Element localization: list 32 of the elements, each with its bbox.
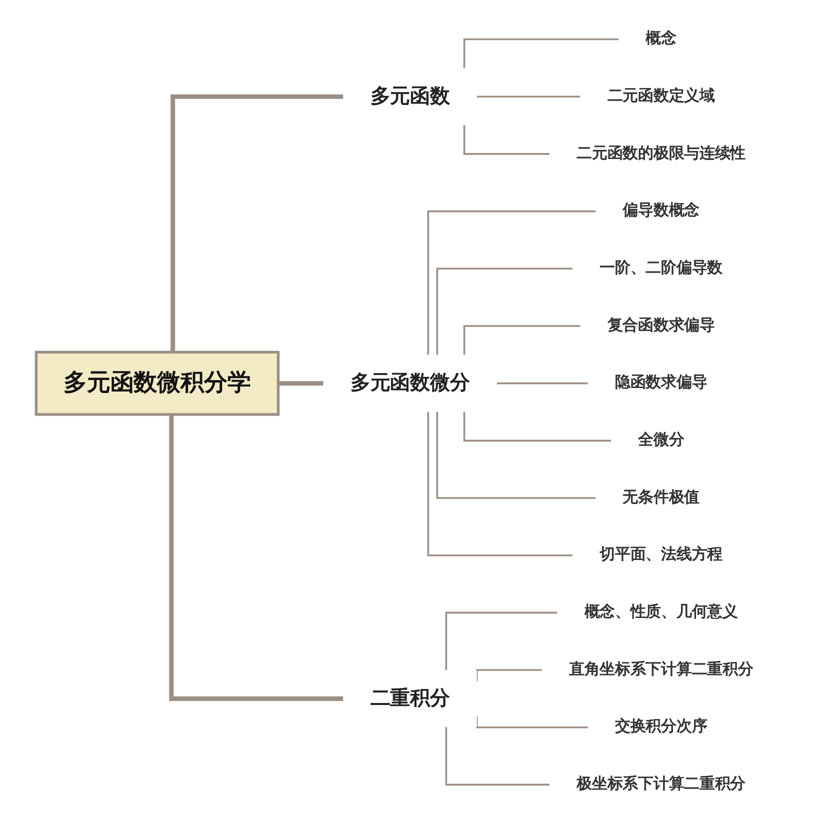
connector <box>476 716 588 728</box>
node-box: 多元函数微积分学 <box>34 350 280 416</box>
node-text: 多元函数微分 <box>350 372 470 394</box>
node-text: 概念、性质、几何意义 <box>584 602 738 621</box>
node-text: 交换积分次序 <box>614 717 707 736</box>
connector <box>476 95 580 98</box>
node-text: 无条件极值 <box>622 488 700 506</box>
connector <box>445 726 550 786</box>
node-text: 多元函数 <box>370 84 450 108</box>
node-text: 直角坐标系下计算二重积分 <box>568 660 753 678</box>
connector <box>496 382 588 384</box>
node-text: 二元函数定义域 <box>607 86 715 104</box>
connector <box>463 324 580 354</box>
connector <box>463 38 618 68</box>
connector <box>170 94 343 352</box>
connector <box>436 411 596 498</box>
node-text: 二元函数的极限与连续性 <box>576 144 746 162</box>
connector <box>168 414 343 700</box>
node-text: 切平面、法线方程 <box>599 545 722 564</box>
node-text: 一阶、二阶偏导数 <box>599 258 722 276</box>
connector <box>463 411 611 442</box>
node-text: 隐函数求偏导 <box>614 373 707 392</box>
node-text: 全微分 <box>638 430 684 449</box>
connector <box>463 124 550 154</box>
connector <box>426 411 572 556</box>
connector <box>445 611 557 670</box>
connector <box>436 267 572 354</box>
connector <box>426 210 596 354</box>
node-text: 复合函数求偏导 <box>607 316 715 334</box>
connector <box>476 668 542 681</box>
node-text: 概念 <box>645 29 676 48</box>
node-text: 二重积分 <box>370 686 450 710</box>
